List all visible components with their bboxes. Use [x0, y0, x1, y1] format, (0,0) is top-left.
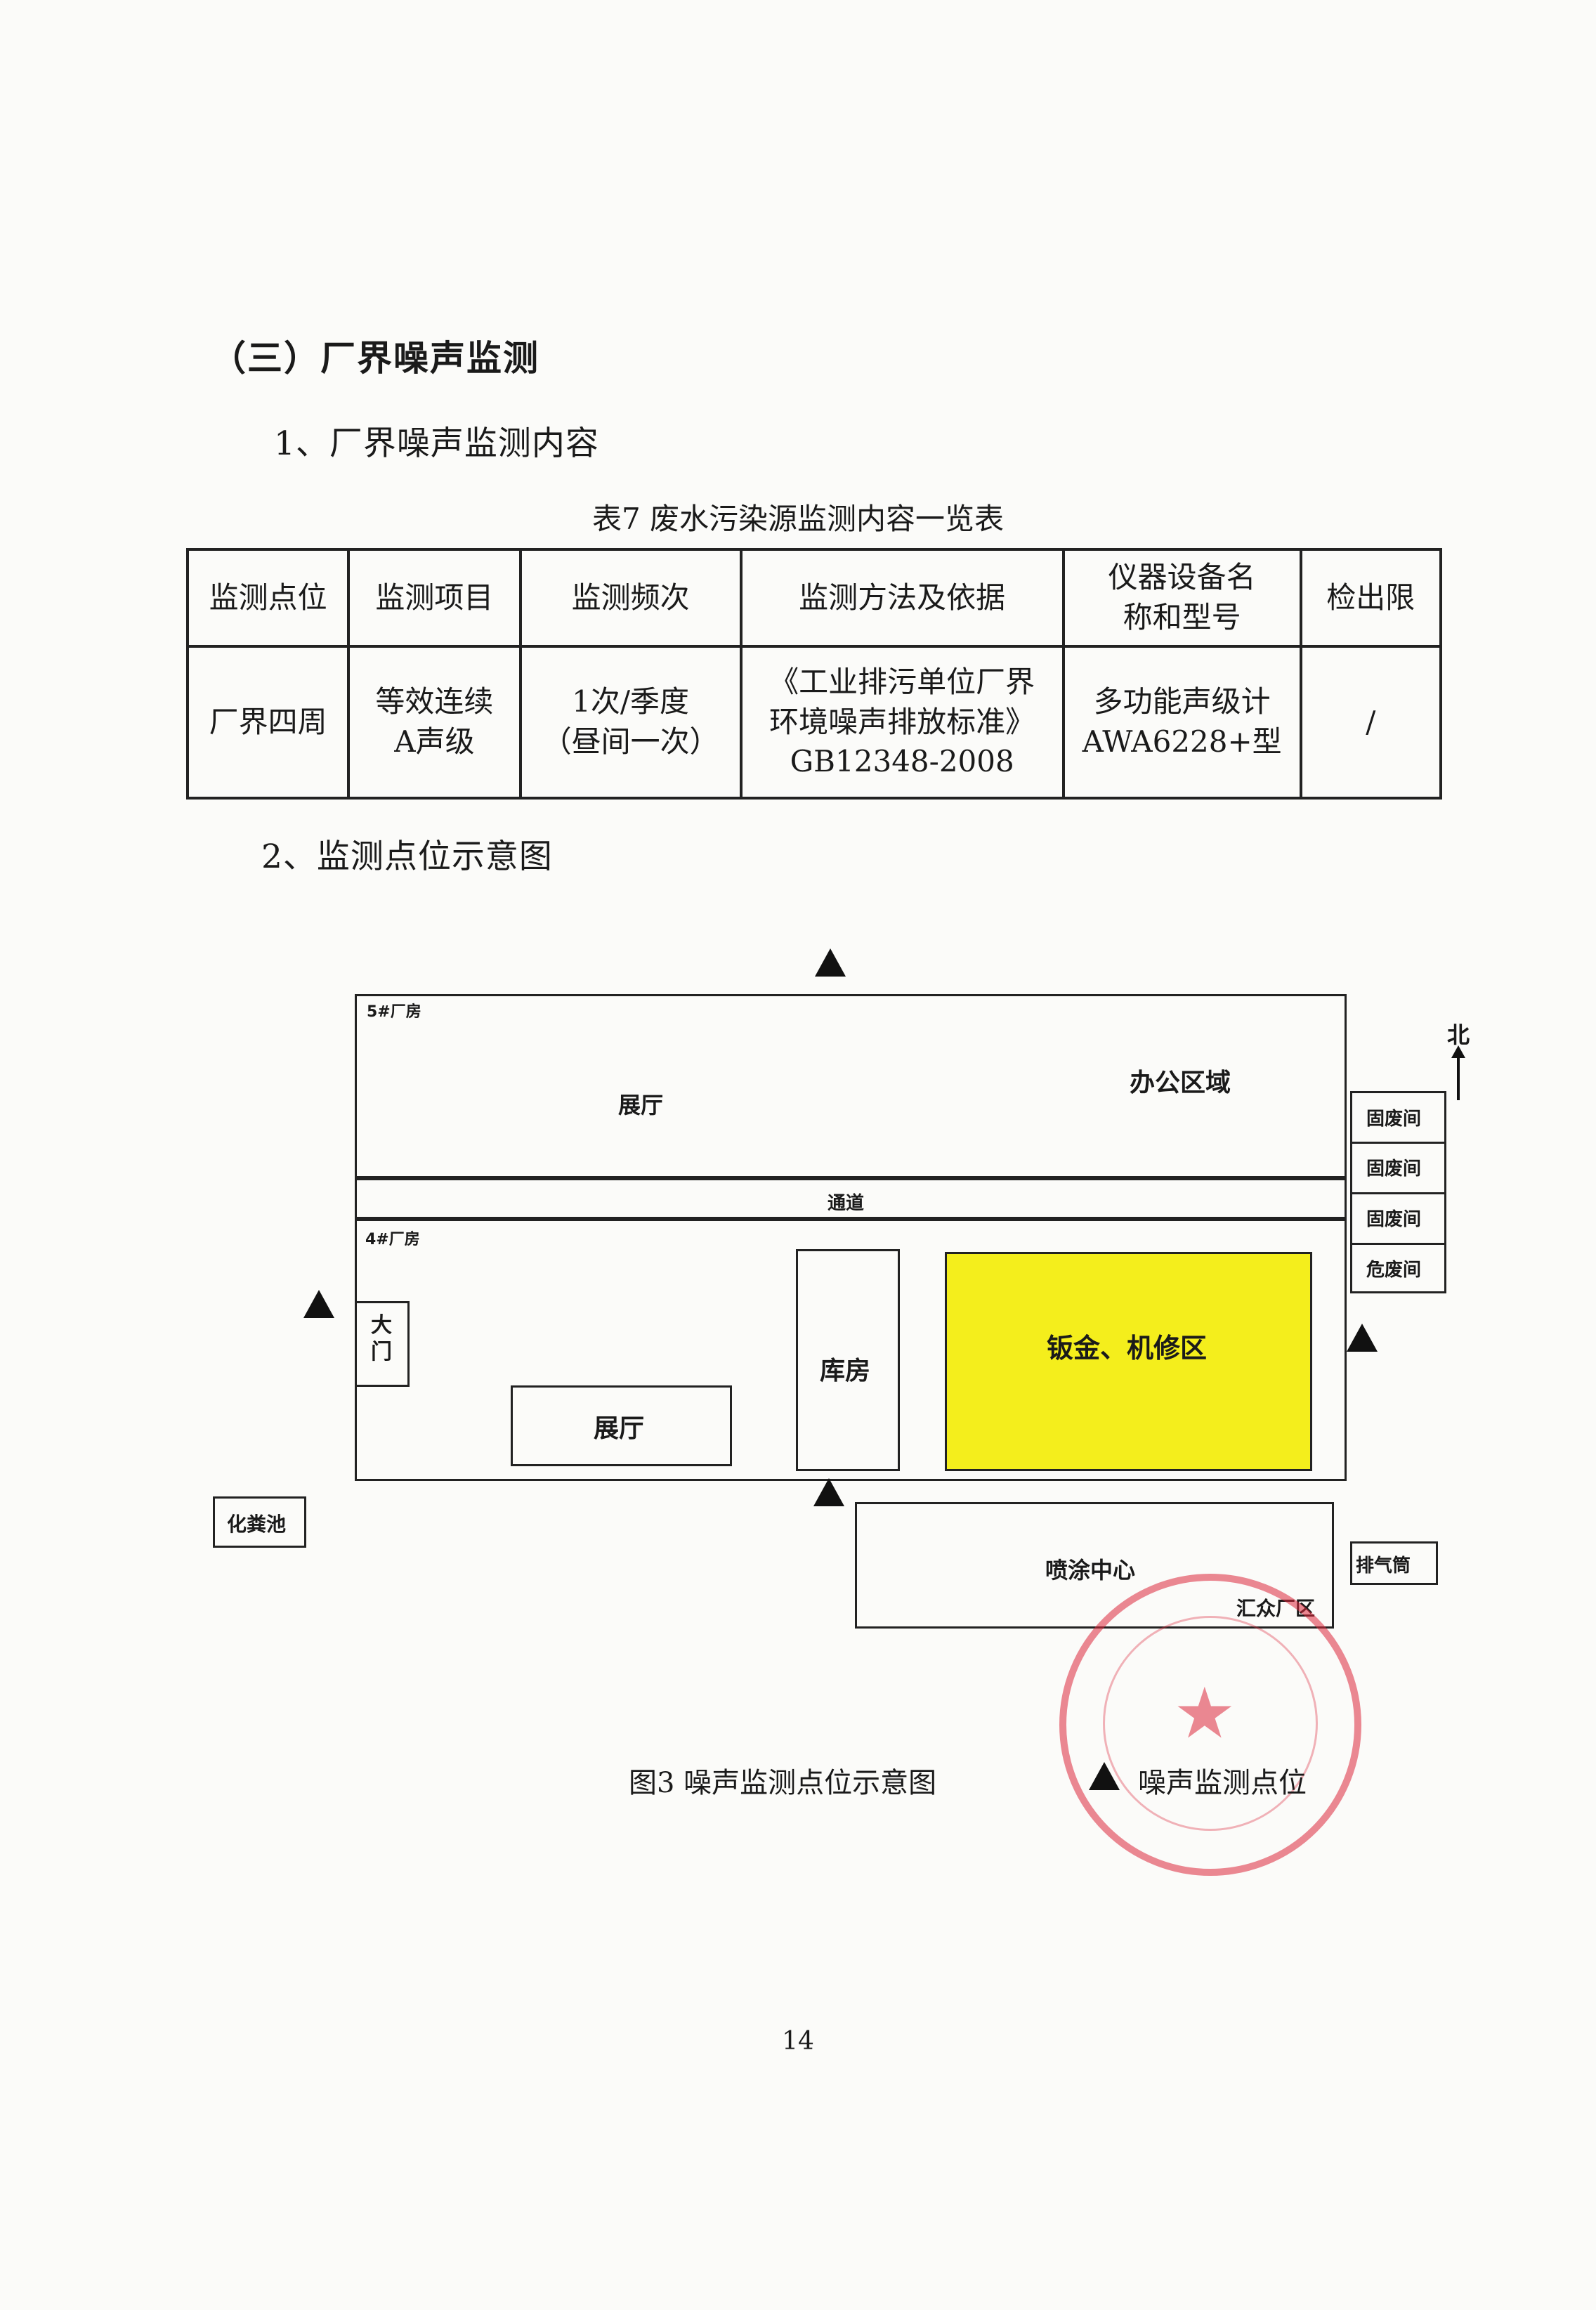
cell-limit: /: [1299, 645, 1443, 800]
header-cell: 监测项目: [347, 548, 522, 648]
solid-waste-room-label: 固废间: [1366, 1109, 1422, 1130]
waste-divider: [1350, 1243, 1446, 1245]
cell-frequency-line1: 1次/季度: [572, 684, 690, 719]
header-cell: 仪器设备名称和型号: [1061, 548, 1302, 648]
header-cell: 监测频次: [518, 548, 743, 648]
page-number: 14: [782, 2027, 814, 2056]
monitoring-table: 监测点位 监测项目 监测频次 监测方法及依据 仪器设备名称和型号 检出限 厂界四…: [185, 548, 1443, 800]
cell-device-line1: 多功能声级计: [1093, 684, 1271, 719]
cell-method-line3: GB12348-2008: [790, 744, 1014, 779]
legend-triangle-icon: [1089, 1762, 1120, 1790]
waste-divider: [1350, 1142, 1446, 1144]
cell-frequency: 1次/季度 （昼间一次）: [518, 645, 743, 800]
passage: [355, 1178, 1347, 1219]
subsection-title-content: 1、厂界噪声监测内容: [274, 424, 599, 463]
hall-bottom-label: 展厅: [594, 1414, 645, 1443]
warehouse: [796, 1249, 900, 1471]
header-cell: 检出限: [1299, 548, 1443, 648]
noise-point-west-icon: [303, 1290, 334, 1318]
legend-label: 噪声监测点位: [1138, 1767, 1307, 1799]
noise-point-south-icon: [813, 1478, 844, 1506]
solid-waste-room-label: 固废间: [1366, 1159, 1422, 1180]
figure-caption: 图3 噪声监测点位示意图: [629, 1767, 937, 1799]
cell-method-line2: 环境噪声排放标准》: [769, 704, 1035, 739]
table-row: 厂界四周 等效连续 A声级 1次/季度 （昼间一次） 《工业排污单位厂界 环境噪…: [185, 645, 1443, 800]
hall-top-label: 展厅: [618, 1092, 664, 1118]
section-title: （三）厂界噪声监测: [211, 337, 539, 379]
gate-label: 大门: [371, 1313, 392, 1364]
building-5-label: 5#厂房: [367, 1003, 421, 1021]
exhaust-stack-label: 排气筒: [1356, 1555, 1411, 1577]
building-5: [355, 994, 1347, 1178]
passage-label: 通道: [828, 1193, 865, 1214]
subsection-title-diagram: 2、监测点位示意图: [261, 837, 553, 876]
sheetmetal-repair-area: [945, 1252, 1312, 1471]
cell-item: 等效连续 A声级: [347, 645, 522, 800]
cell-device: 多功能声级计 AWA6228+型: [1061, 645, 1302, 800]
noise-point-east-icon: [1347, 1324, 1378, 1352]
hazard-waste-room-label: 危废间: [1366, 1260, 1422, 1281]
cell-item-line1: 等效连续: [375, 684, 494, 719]
north-label: 北: [1447, 1022, 1470, 1048]
cell-frequency-line2: （昼间一次）: [542, 724, 719, 759]
company-seal-icon: [1059, 1574, 1361, 1876]
painting-center-label: 喷涂中心: [1045, 1557, 1136, 1584]
north-arrow-shaft: [1457, 1052, 1460, 1100]
warehouse-label: 库房: [820, 1357, 871, 1385]
sheetmetal-label: 钣金、机修区: [1047, 1333, 1208, 1364]
noise-point-north-icon: [815, 948, 846, 977]
north-arrow-icon: [1451, 1045, 1465, 1058]
septic-tank-label: 化粪池: [227, 1513, 287, 1536]
waste-divider: [1350, 1192, 1446, 1194]
cell-device-line2: AWA6228+型: [1082, 724, 1282, 759]
company-seal-inner-ring: [1103, 1616, 1318, 1831]
cell-point: 厂界四周: [185, 645, 351, 800]
hall-bottom: [511, 1385, 732, 1466]
exhaust-stack: [1350, 1541, 1438, 1585]
gate: [355, 1301, 410, 1387]
cell-method: 《工业排污单位厂界 环境噪声排放标准》 GB12348-2008: [739, 645, 1065, 800]
table-header-row: 监测点位 监测项目 监测频次 监测方法及依据 仪器设备名称和型号 检出限: [185, 548, 1443, 648]
building-4-label: 4#厂房: [365, 1231, 420, 1248]
header-cell: 监测方法及依据: [739, 548, 1065, 648]
cell-item-line2: A声级: [394, 724, 475, 759]
company-seal-star-icon: ★: [1173, 1672, 1236, 1754]
table-caption: 表7 废水污染源监测内容一览表: [591, 502, 1005, 536]
office-area-label: 办公区域: [1130, 1069, 1231, 1097]
septic-tank: [213, 1496, 306, 1548]
solid-waste-room-label: 固废间: [1366, 1209, 1422, 1230]
cell-method-line1: 《工业排污单位厂界: [769, 664, 1035, 699]
header-cell: 监测点位: [185, 548, 351, 648]
